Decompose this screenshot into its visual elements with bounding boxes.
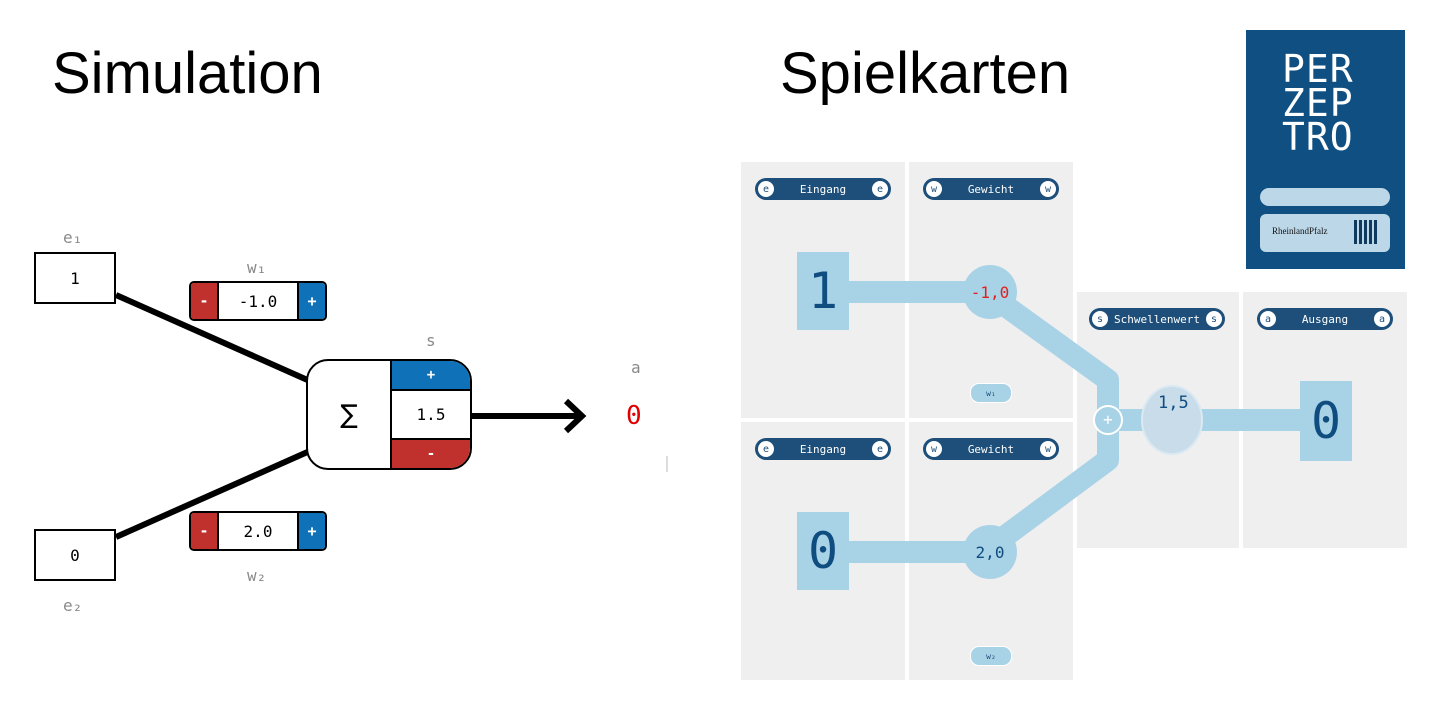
threshold-decrease-button[interactable]: - [392,440,470,468]
simulation-title: Simulation [52,41,323,106]
card-title: Ausgang [1301,312,1349,326]
arrow-head-icon [563,398,587,434]
weight-w1-value: -1.0 [217,283,299,319]
card-gewicht-1-value: -1,0 [963,265,1017,319]
weight-label-w1: w₁ [247,258,267,277]
logo-chain-icon [1260,188,1390,206]
card-tag: w [926,181,942,197]
card-tag: w [1039,181,1056,197]
weight-label-w2: w₂ [247,566,267,585]
card-tag: e [758,181,774,197]
perzeptro-logo: PER ZEP TRO RheinlandPfalz [1246,30,1405,269]
card-title: Eingang [799,442,847,456]
card-tag: a [1373,311,1390,327]
threshold-label: s [426,331,436,350]
threshold-value: 1.5 [392,389,470,440]
card-title: Gewicht [967,442,1015,456]
cards-title: Spielkarten [780,41,1071,106]
card-ausgang-value: 0 [1300,381,1352,461]
card-title: Gewicht [967,182,1015,196]
card-gewicht-2-value: 2,0 [963,525,1017,579]
weight-w1-increase-button[interactable]: + [299,283,325,319]
weight-w2-decrease-button[interactable]: - [191,513,217,549]
card-tag: e [871,441,888,457]
simulation-connections [114,292,668,540]
logo-wordmark: PER ZEP TRO [1282,47,1354,159]
neuron: ∑ + 1.5 - [306,359,472,470]
partner-logo: RheinlandPfalz [1272,226,1328,236]
input-label-e2: e₂ [63,596,83,615]
qr-code-icon [1354,220,1378,244]
plus-node-label: + [1103,410,1113,429]
connection-e2 [114,447,314,540]
weight-w2-increase-button[interactable]: + [299,513,325,549]
card-gewicht-1-pill: w₁ [970,383,1012,403]
card-eingang-1-value: 1 [797,252,849,330]
card-title: Eingang [799,182,847,196]
plus-node [1093,405,1123,435]
sum-icon: ∑ [308,361,392,468]
input-e2[interactable]: 0 [34,529,116,581]
card-tag: s [1092,311,1108,327]
card-tag: e [758,441,774,457]
weight-control-w2: - 2.0 + [189,511,327,551]
card-tag: a [1260,311,1276,327]
output-label: a [631,358,641,377]
weight-w2-value: 2.0 [217,513,299,549]
card-tag: s [1206,311,1222,327]
card-tag: w [1039,441,1056,457]
card-tag: e [871,181,888,197]
threshold-increase-button[interactable]: + [392,361,470,389]
input-e1[interactable]: 1 [34,252,116,304]
card-tag: w [926,441,942,457]
input-label-e1: e₁ [63,228,83,247]
card-gewicht-2-pill: w₂ [970,646,1012,666]
card-schwellenwert-value: 1,5 [1158,393,1189,413]
output-value: 0 [626,401,642,431]
card-eingang-2-value: 0 [797,512,849,590]
weight-control-w1: - -1.0 + [189,281,327,321]
card-title: Schwellenwert [1113,312,1201,326]
weight-w1-decrease-button[interactable]: - [191,283,217,319]
connection-e1 [114,292,314,385]
